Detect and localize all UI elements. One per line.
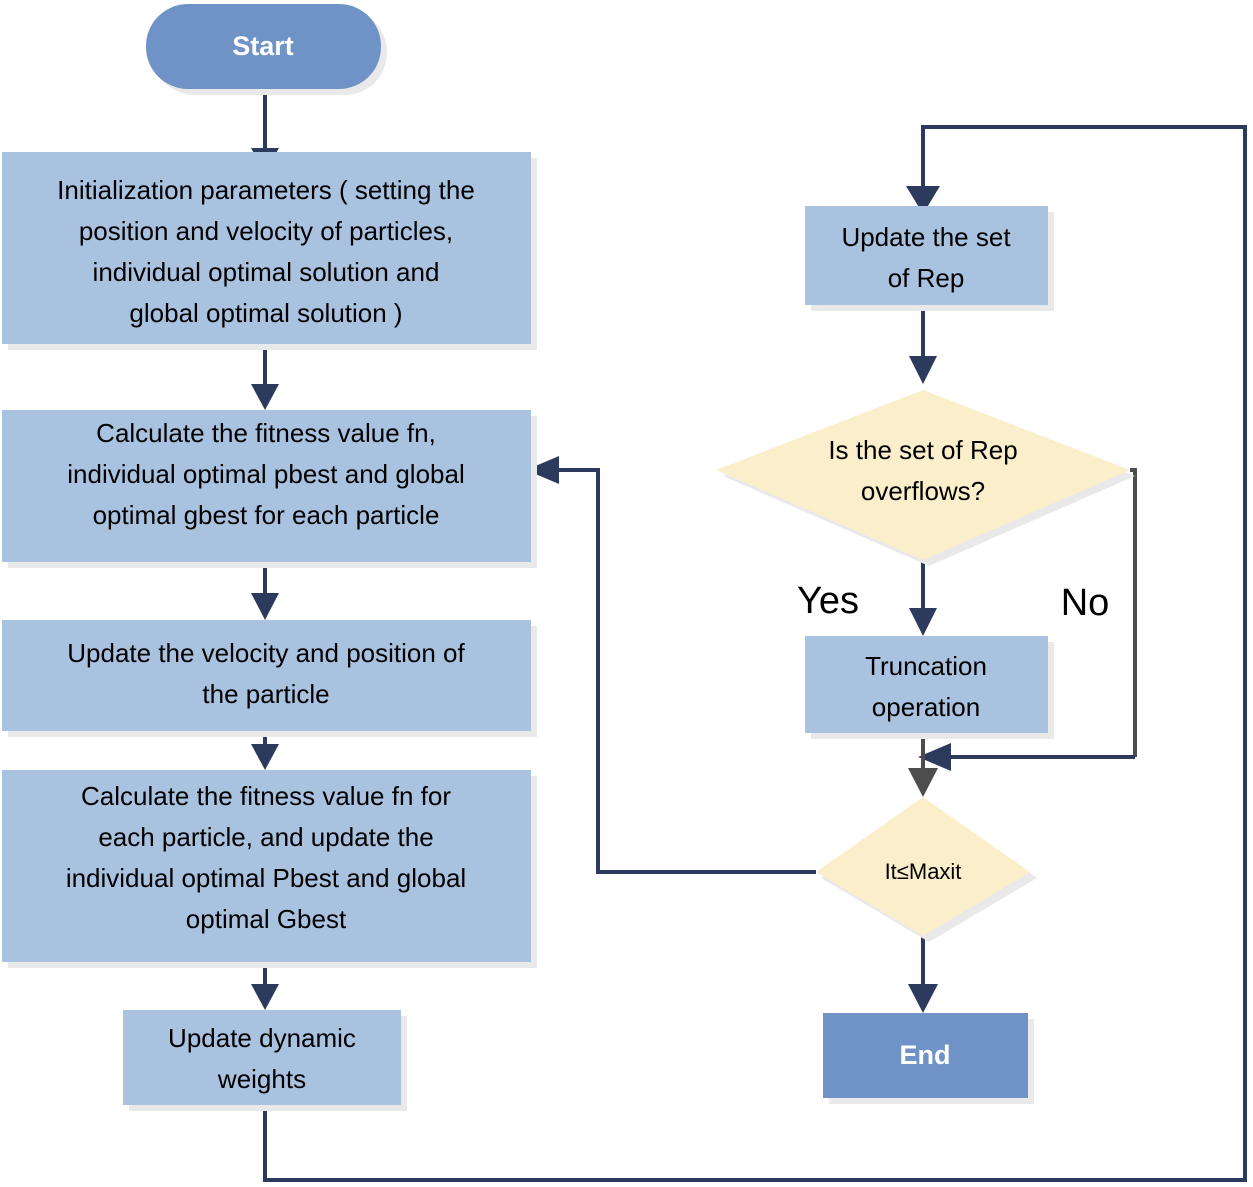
- node-calcfitness2-line-3: individual optimal Pbest and global: [66, 863, 466, 893]
- node-updateweights-line-1: Update dynamic: [168, 1023, 356, 1053]
- node-init-line-3: individual optimal solution and: [93, 257, 440, 287]
- node-end[interactable]: End: [823, 1013, 1034, 1104]
- node-truncation-line-1: Truncation: [865, 651, 987, 681]
- node-update-velocity-position[interactable]: Update the velocity and position of the …: [2, 620, 537, 737]
- node-start[interactable]: Start: [146, 4, 387, 95]
- node-calcfitness-line-2: individual optimal pbest and global: [67, 459, 465, 489]
- node-decision-rep-overflows[interactable]: Is the set of Rep overflows?: [716, 390, 1135, 566]
- connector-repoverflow-yes-to-truncation: [909, 560, 937, 636]
- node-updaterep-line-1: Update the set: [841, 222, 1011, 252]
- node-truncation-line-2: operation: [872, 692, 980, 722]
- node-updatevelocity-line-1: Update the velocity and position of: [67, 638, 465, 668]
- connector-init-to-calcfitness: [251, 350, 279, 410]
- node-init-line-1: Initialization parameters ( setting the: [57, 175, 475, 205]
- node-calculate-fitness-update-pbest-gbest[interactable]: Calculate the fitness value fn for each …: [2, 770, 537, 968]
- node-repoverflow-line-2: overflows?: [861, 476, 985, 506]
- node-init-line-4: global optimal solution ): [129, 298, 402, 328]
- node-updateweights-line-2: weights: [217, 1064, 306, 1094]
- node-calculate-fitness-pbest-gbest[interactable]: Calculate the fitness value fn, individu…: [2, 410, 537, 568]
- connector-updaterep-to-repoverflow: [909, 305, 937, 384]
- node-calcfitness-line-1: Calculate the fitness value fn,: [96, 418, 436, 448]
- node-start-label: Start: [232, 31, 294, 61]
- node-itmaxit-label: It≤Maxit: [885, 859, 962, 884]
- node-end-label: End: [900, 1040, 951, 1070]
- connector-itmaxit-to-end: [908, 936, 938, 1013]
- branch-label-yes: Yes: [797, 580, 859, 622]
- branch-label-no: No: [1061, 582, 1110, 624]
- node-repoverflow-line-1: Is the set of Rep: [828, 435, 1017, 465]
- node-calcfitness-line-3: optimal gbest for each particle: [93, 500, 440, 530]
- connector-updateweights-to-updaterep-loop: [263, 125, 1247, 1182]
- node-update-set-of-rep[interactable]: Update the set of Rep: [805, 206, 1054, 311]
- node-calcfitness2-line-2: each particle, and update the: [98, 822, 433, 852]
- connector-itmaxit-feedback-to-calcfitness: [526, 456, 816, 874]
- node-updaterep-line-2: of Rep: [888, 263, 965, 293]
- node-initialization-parameters[interactable]: Initialization parameters ( setting the …: [2, 152, 537, 350]
- node-updatevelocity-line-2: the particle: [202, 679, 329, 709]
- node-truncation-operation[interactable]: Truncation operation: [805, 636, 1054, 739]
- node-update-dynamic-weights[interactable]: Update dynamic weights: [123, 1010, 407, 1111]
- connector-truncation-to-itmaxit: [908, 733, 938, 797]
- node-init-line-2: position and velocity of particles,: [79, 216, 453, 246]
- node-calcfitness2-line-4: optimal Gbest: [186, 904, 347, 934]
- node-decision-it-le-maxit[interactable]: It≤Maxit: [816, 797, 1037, 942]
- node-calcfitness2-line-1: Calculate the fitness value fn for: [81, 781, 451, 811]
- connector-repoverflow-no-to-junction: [918, 468, 1137, 771]
